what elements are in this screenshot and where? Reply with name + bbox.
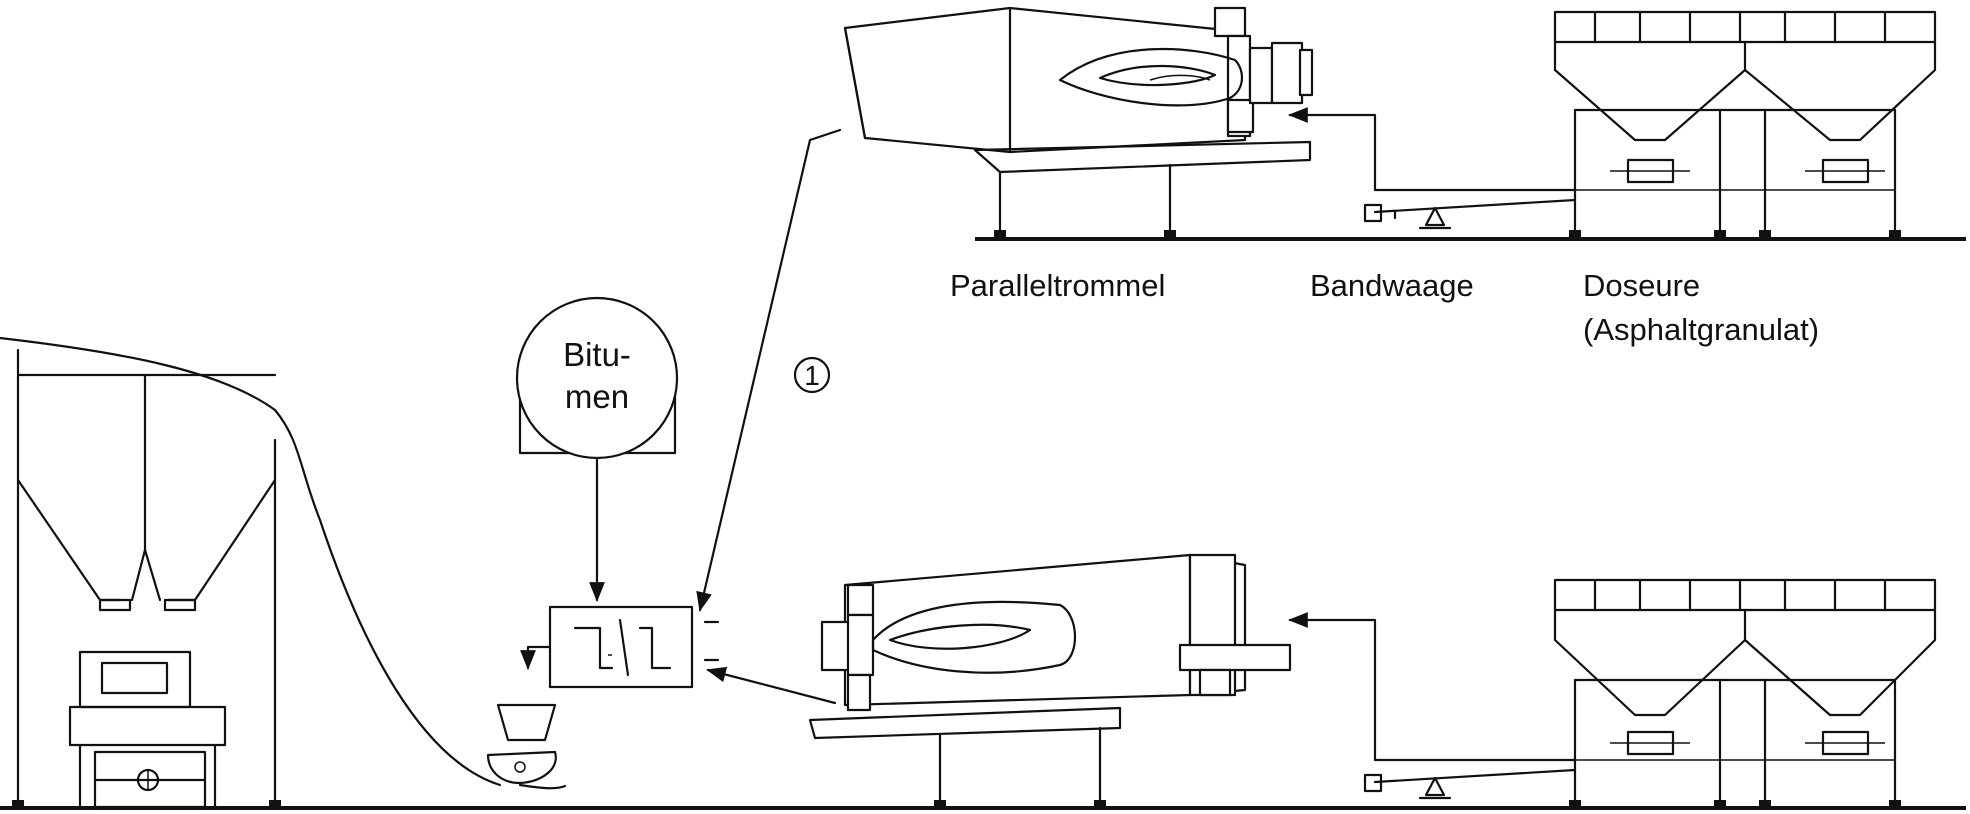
label-feeders-line1: Doseure <box>1583 268 1700 303</box>
upper-drum-to-mixer-arrow <box>696 128 842 612</box>
dosing-feeders-lower <box>1553 578 1937 810</box>
lower-drum-to-mixer-arrow <box>706 666 837 705</box>
bitumen-label-line1: Bitu- <box>563 336 631 373</box>
label-belt-scale: Bandwaage <box>1310 268 1474 303</box>
mixer <box>548 605 694 689</box>
belt-scale-upper <box>1288 107 1577 230</box>
parallel-drum-lower <box>808 553 1292 810</box>
label-feeders-line2: (Asphaltgranulat) <box>1583 312 1819 347</box>
storage-silo <box>0 336 502 810</box>
bitumen-tank: Bitu- men <box>515 296 679 460</box>
label-drum: Paralleltrommel <box>950 268 1165 303</box>
marker-circle-1: 1 <box>793 356 831 394</box>
mixer-discharge-arrow <box>520 645 552 670</box>
truck <box>68 650 227 810</box>
parallel-drum-upper <box>843 6 1314 241</box>
belt-scale-lower <box>1288 612 1577 800</box>
bitumen-label-line2: men <box>565 378 629 415</box>
dosing-feeders-upper <box>1553 10 1937 241</box>
marker-1-label: 1 <box>804 360 820 391</box>
skip-hoist-bucket <box>486 703 567 790</box>
